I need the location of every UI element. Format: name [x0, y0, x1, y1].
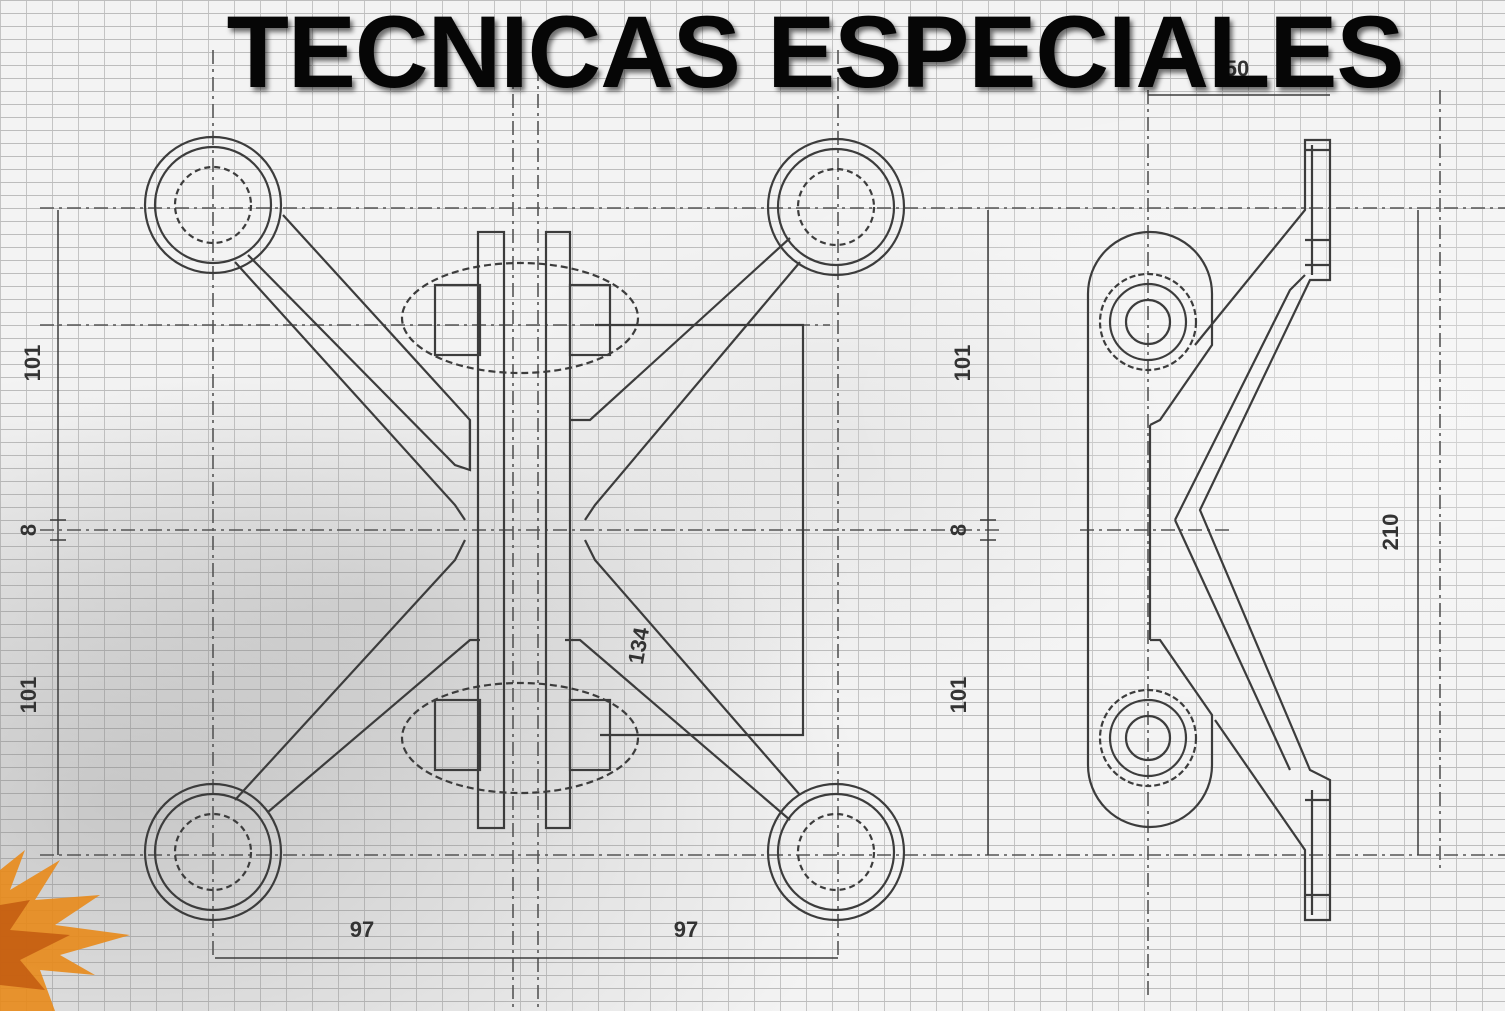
ring-top-right [766, 137, 906, 277]
dim-mid-lower: 101 [946, 677, 971, 714]
ring-bottom-left [143, 782, 283, 922]
dim-left-lower: 101 [16, 677, 41, 714]
dim-side-total: 210 [1378, 514, 1403, 551]
ring-bottom-right [766, 782, 906, 922]
dim-left-gap: 8 [16, 524, 41, 536]
dim-left-upper: 101 [20, 345, 45, 382]
side-view-bracket [1086, 138, 1332, 922]
ring-top-left [143, 135, 283, 275]
dim-side-top: 50 [1225, 56, 1249, 81]
dimension-labels: 101 8 101 101 8 101 134 97 97 210 50 [16, 56, 1403, 942]
spider-fitting [143, 135, 906, 922]
flame-logo [0, 850, 130, 1011]
dim-mid-gap: 8 [946, 524, 971, 536]
page-title: TECNICAS ESPECIALES [226, 0, 1405, 109]
dim-diagonal: 134 [623, 625, 654, 666]
dim-bottom-left: 97 [350, 917, 374, 942]
left-dimension-lines [50, 94, 1419, 959]
dim-mid-upper: 101 [950, 345, 975, 382]
dim-bottom-right: 97 [674, 917, 698, 942]
